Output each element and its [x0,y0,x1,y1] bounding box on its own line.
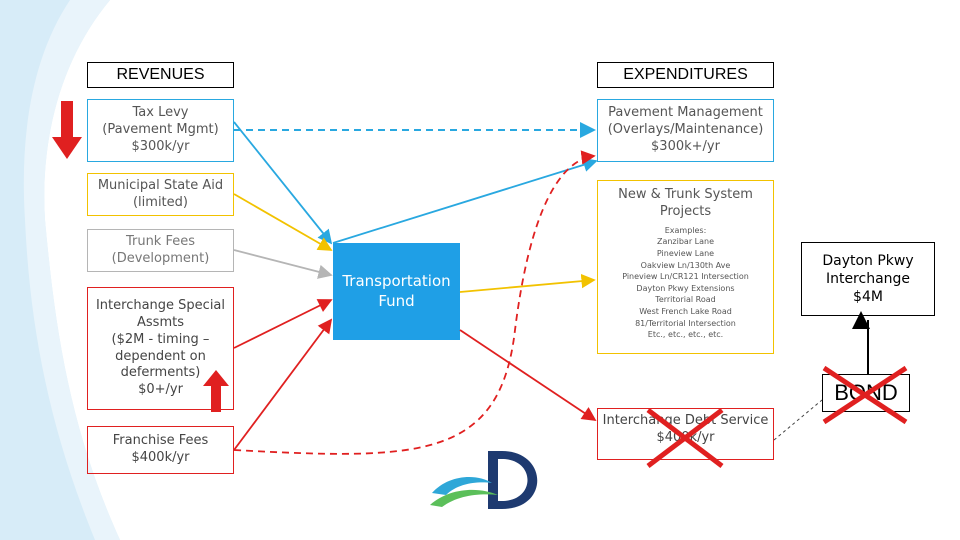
cross-icon [646,408,724,468]
revenue-municipal-state-aid: Municipal State Aid (limited) [87,173,234,216]
dayton-pkwy-interchange: Dayton Pkwy Interchange $4M [801,242,935,316]
example-item: Pineview Ln/CR121 Intersection [622,272,749,282]
cross-icon [822,365,908,425]
example-item: 81/Territorial Intersection [635,318,736,328]
example-item: Etc., etc., etc., etc. [647,330,724,340]
example-item: Dayton Pkwy Extensions [636,283,735,293]
arrow-assmts-to-fund [233,299,333,349]
d-logo-icon [430,451,538,509]
revenue-trunk-fees: Trunk Fees (Development) [87,229,234,272]
expenditures-header: EXPENDITURES [597,62,774,88]
arrow-tax-to-fund [233,121,333,245]
arrow-msa-to-fund [233,193,333,251]
revenues-header: REVENUES [87,62,234,88]
arrow-fund-to-pavement [332,157,598,244]
examples-title: Examples: [664,225,707,235]
arrow-franchise-to-pavement [233,150,596,455]
example-item: Oakview Ln/130th Ave [640,260,731,270]
expenditure-pavement-management: Pavement Management (Overlays/Maintenanc… [597,99,774,162]
example-item: West French Lake Road [639,306,732,316]
arrow-trunk-fees-to-fund [233,249,333,279]
revenue-tax-levy: Tax Levy (Pavement Mgmt) $300k/yr [87,99,234,162]
transportation-fund: Transportation Fund [333,243,460,340]
expenditure-trunk-system-projects: New & Trunk System Projects Examples: Za… [597,180,774,354]
revenue-interchange-special-assessments: Interchange Special Assmts ($2M - timing… [87,287,234,410]
arrow-fund-to-debt [459,329,597,421]
trunk-projects-title: New & Trunk System Projects [618,187,753,219]
up-arrow-icon [203,370,229,412]
expenditure-interchange-debt-service: Interchange Debt Service $400k/yr [597,408,774,460]
example-item: Zanzibar Lane [656,237,715,247]
connector-debt-to-bond [773,399,823,441]
example-item: Territorial Road [655,295,716,305]
down-arrow-icon [52,101,82,159]
arrow-franchise-to-fund [233,318,333,451]
revenue-franchise-fees: Franchise Fees $400k/yr [87,426,234,474]
arrow-fund-to-projects [459,273,596,293]
example-item: Pineview Lane [656,248,715,258]
